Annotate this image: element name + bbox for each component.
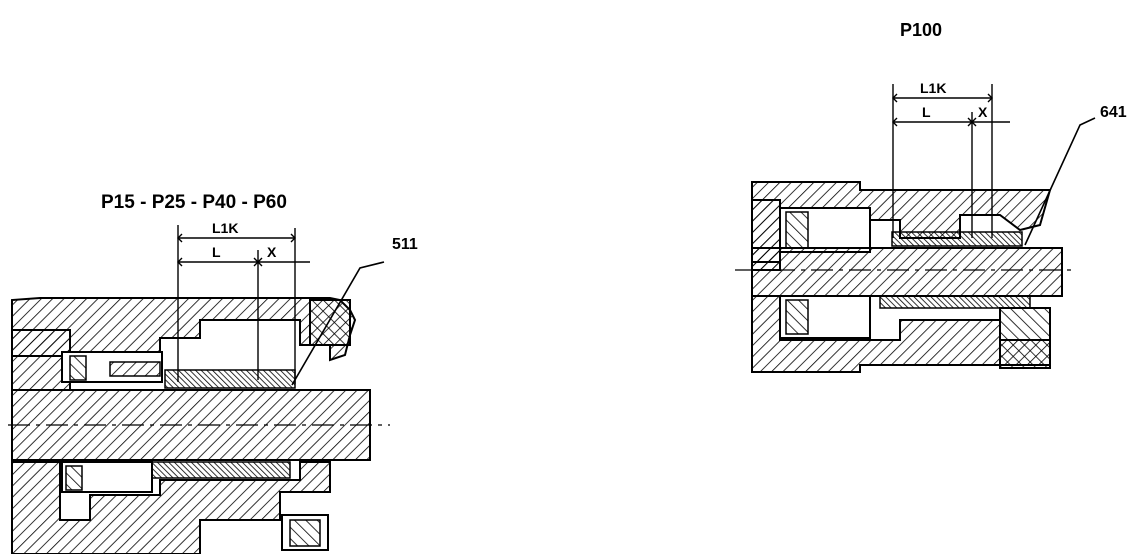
left-upper-flange [11,329,71,391]
left-drawing-title: P15 - P25 - P40 - P60 [101,192,287,213]
right-section-drawing: L1K L X [735,80,1096,373]
left-section-drawing: L1K L X [8,220,390,554]
right-packing-upper [891,231,1023,247]
right-callout-label: 641 [1100,104,1127,121]
right-dim-l: L [922,104,931,120]
left-packing-upper [164,369,296,389]
right-dimension-lines [892,84,1010,238]
right-packing-lower [879,295,1031,309]
right-dim-total: L1K [920,80,946,96]
right-dim-x: X [978,104,988,120]
left-dim-l: L [212,244,221,260]
right-callout-leader [1024,117,1096,246]
left-dimension-lines [177,225,310,384]
right-shaft [751,247,1063,297]
left-callout-leader [291,261,385,386]
left-callout-label: 511 [392,236,418,253]
left-dim-total: L1K [212,220,238,236]
right-drawing-title: P100 [900,20,943,40]
left-lower-housing [11,461,331,554]
left-dim-x: X [267,244,277,260]
left-packing-lower [149,461,291,479]
